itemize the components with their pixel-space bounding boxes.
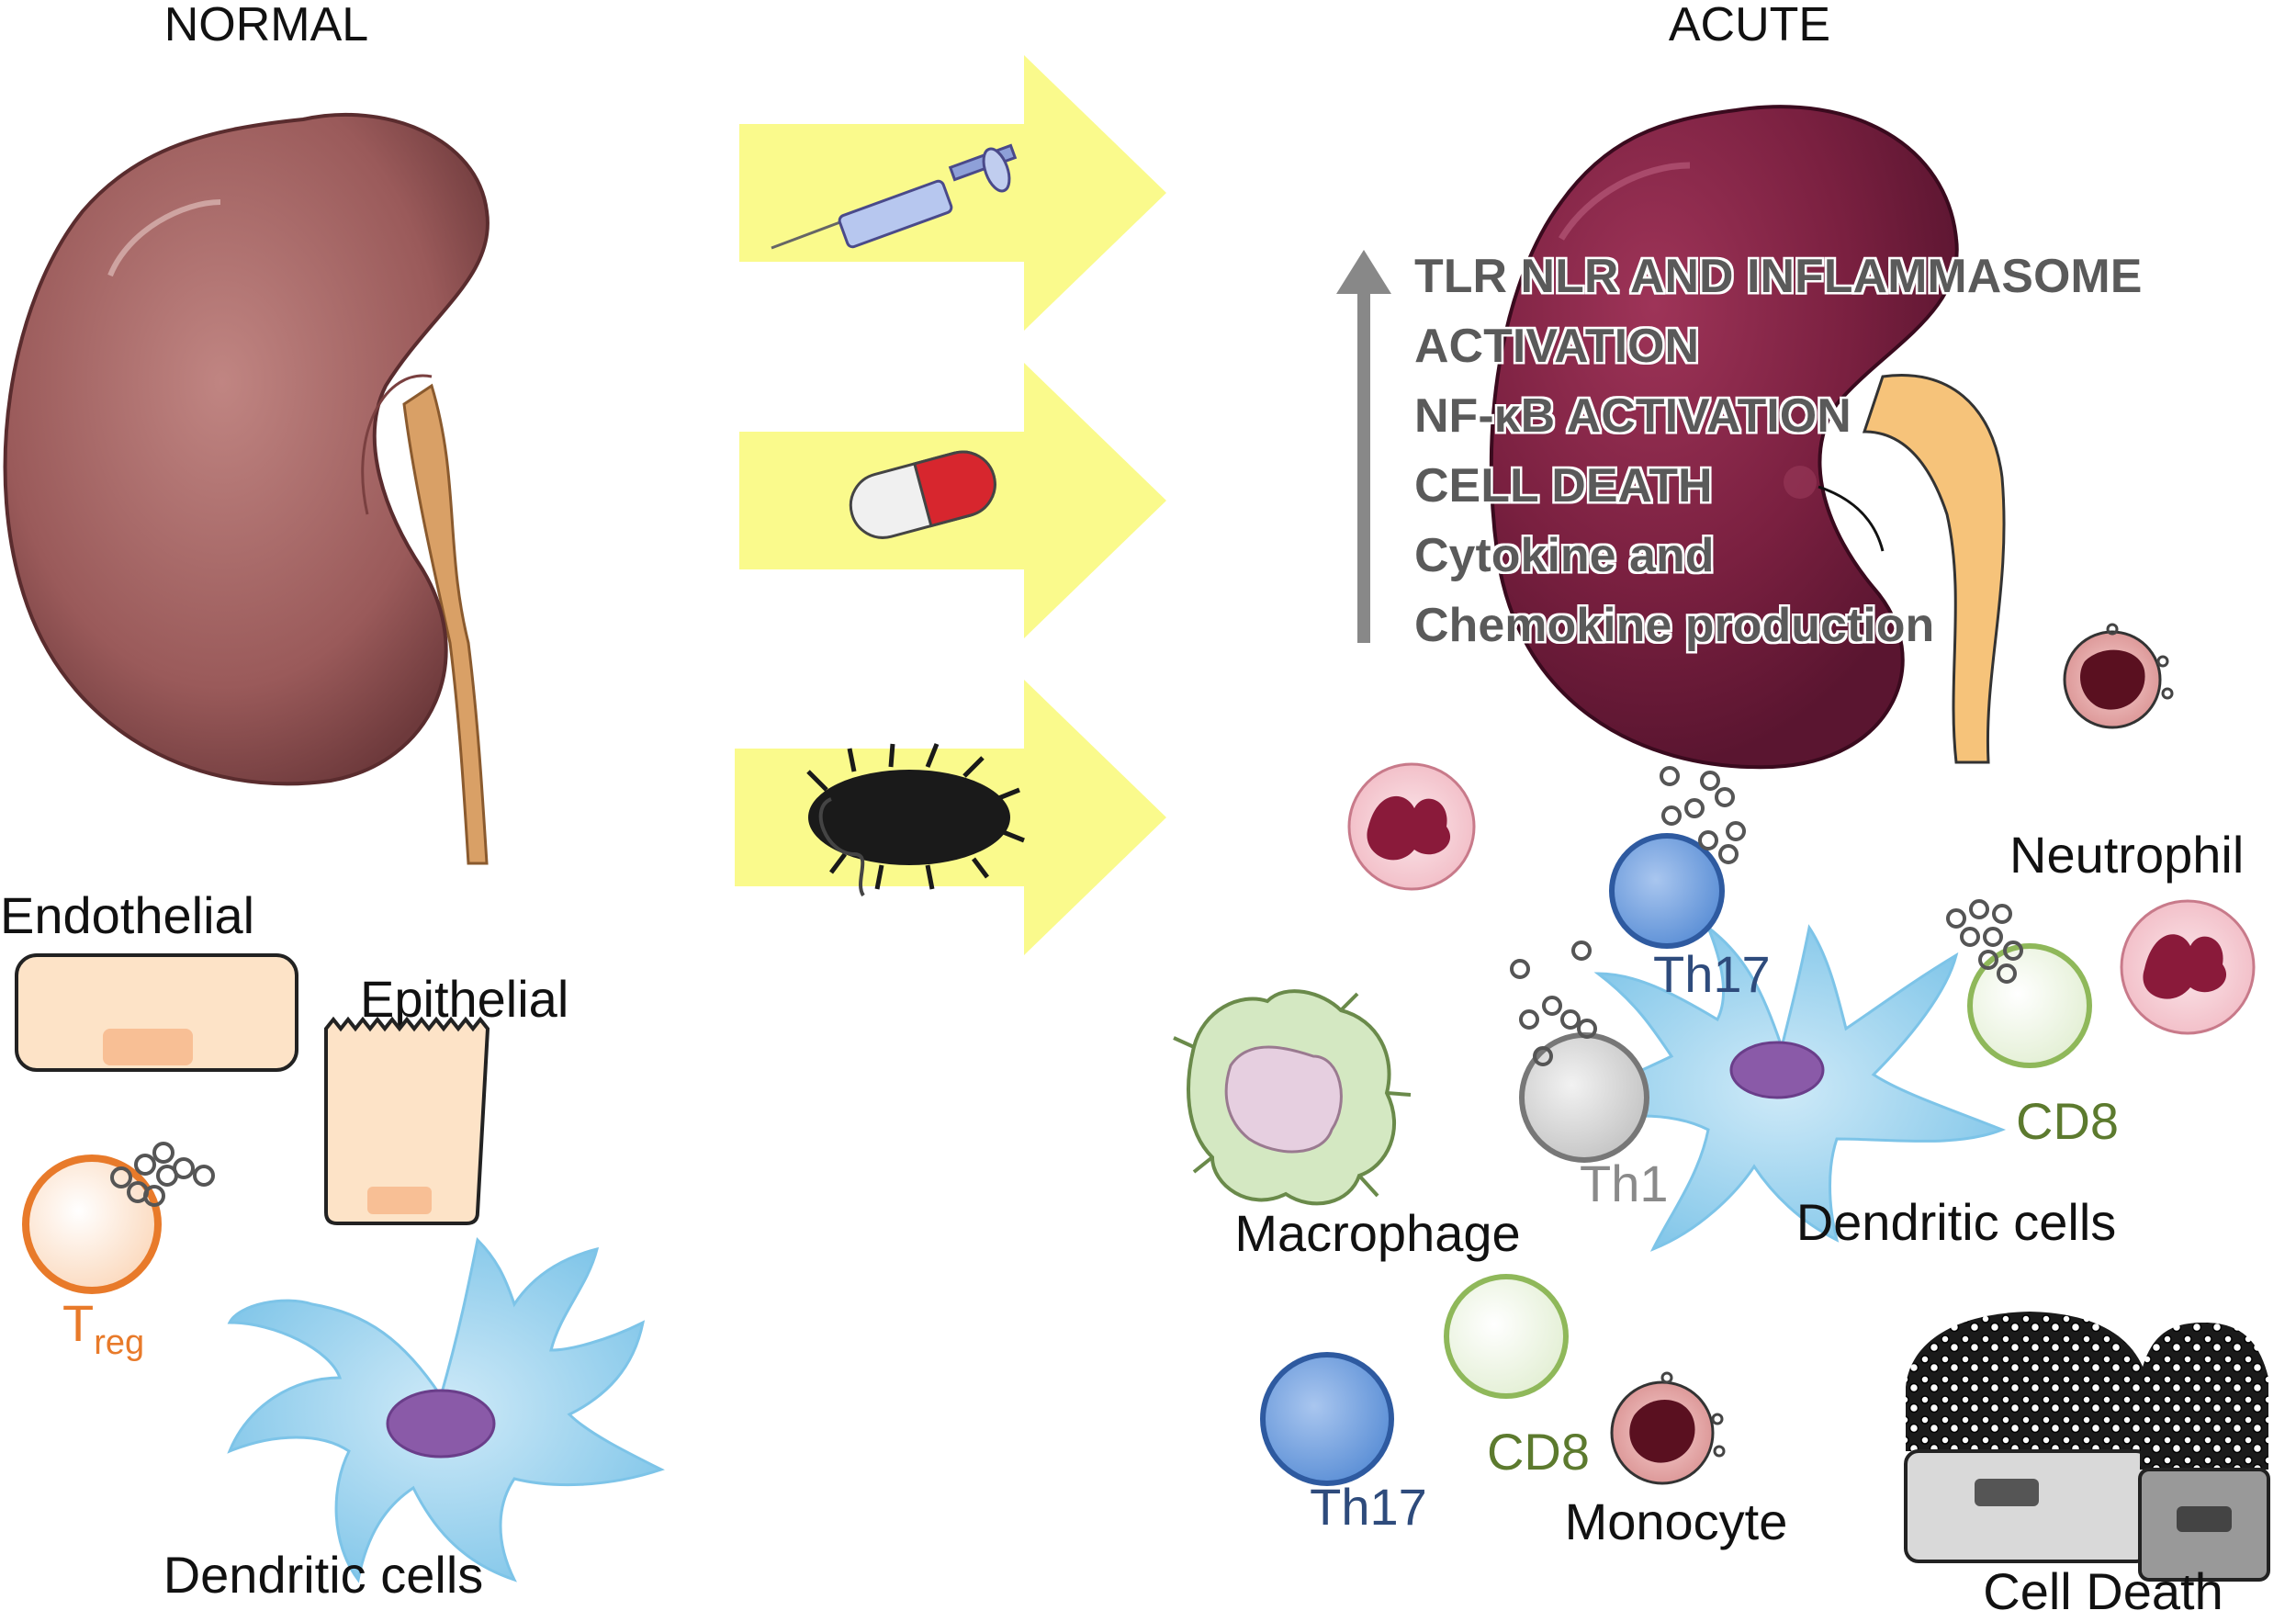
dying-cell-large [1904,1312,2151,1563]
dying-cell-small [2138,1323,2270,1582]
th17-label-bottom: Th17 [1310,1478,1427,1536]
arrow-syringe [739,55,1166,331]
dendritic-cell-normal [227,1236,665,1583]
neutrophil-left [1347,762,1476,891]
treg-label-main: T [62,1294,94,1352]
epithelial-label: Epithelial [360,970,568,1028]
normal-kidney [3,112,490,865]
acute-ureter [1862,374,2006,764]
cd8-cell-bottom [1444,1274,1569,1399]
cd8-cell-right [1946,899,2092,1068]
macrophage-cell [1173,989,1412,1206]
acute-kidney [1489,105,2006,770]
treg-cell [22,1142,215,1294]
normal-ureter [402,383,489,865]
capsule-icon [849,450,996,539]
increase-arrow [1336,250,1391,643]
cd8-label-right: CD8 [2016,1092,2119,1150]
monocyte-top [2063,623,2174,729]
dendritic-cell-acute [1559,923,2007,1252]
acute-kidney-body [1489,105,1959,770]
activation-line-3: NF-κB ACTIVATION [1414,389,1851,443]
treg-label: Treg [62,1294,144,1362]
th1-label: Th1 [1580,1155,1669,1212]
bacterium-icon [806,743,1025,897]
monocyte-label: Monocyte [1565,1492,1788,1550]
syringe-icon [771,143,1018,250]
arrow-capsule [739,363,1166,638]
th1-cell [1510,941,1649,1163]
neutrophil-label: Neutrophil [2009,826,2244,884]
cell-death-label: Cell Death [1983,1562,2223,1620]
activation-line-6: Chemokine production [1414,599,1934,652]
monocyte-bottom [1610,1371,1726,1485]
activation-list: TLR NLR AND INFLAMMASOME ACTIVATION NF-κ… [1414,250,2142,652]
activation-line-5: Cytokine and [1414,529,1715,582]
heading-acute: ACUTE [1669,0,1830,51]
activation-line-4: CELL DEATH [1414,459,1713,513]
normal-kidney-body [3,112,490,786]
epithelial-cell [324,1016,490,1225]
arrow-bacterium [735,680,1166,955]
endothelial-cell [15,953,298,1072]
treg-label-subscript: reg [94,1324,144,1362]
dendritic-label-acute: Dendritic cells [1796,1193,2117,1251]
macrophage-label: Macrophage [1234,1204,1520,1262]
th17-cell-bottom [1260,1352,1394,1486]
cd8-label-bottom: CD8 [1487,1423,1590,1481]
dendritic-label-normal: Dendritic cells [163,1546,484,1604]
heading-normal: NORMAL [164,0,368,51]
activation-line-1: TLR NLR AND INFLAMMASOME [1414,250,2142,303]
neutrophil-right [2120,899,2256,1035]
activation-line-2: ACTIVATION [1414,320,1699,373]
endothelial-label: Endothelial [0,886,254,944]
th17-label-top: Th17 [1653,945,1771,1003]
th17-cell-top [1609,766,1746,949]
